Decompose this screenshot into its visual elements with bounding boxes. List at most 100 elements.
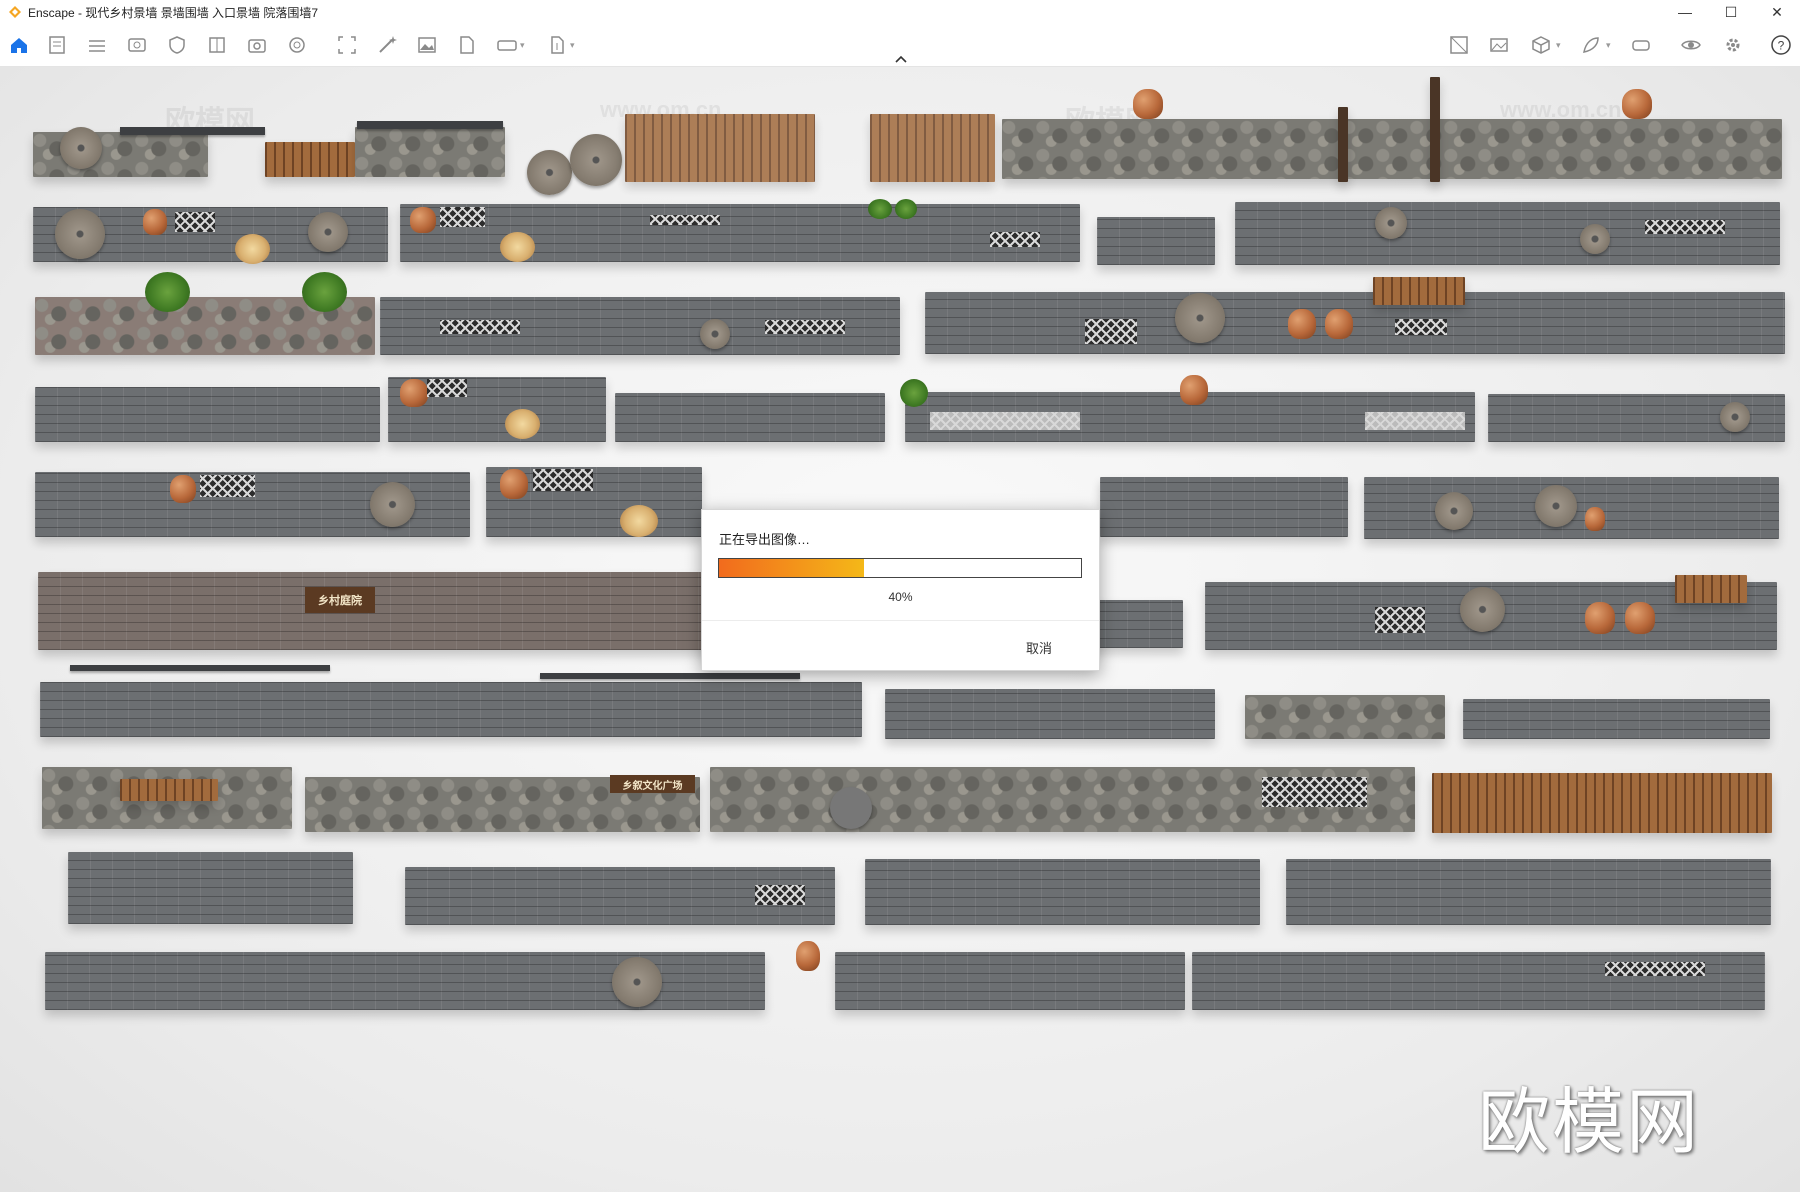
chevron-down-icon[interactable]: ▾ [520, 40, 525, 50]
brick-wall-model [1286, 859, 1771, 925]
millstone-decor [1375, 207, 1407, 239]
title-bar: Enscape - 现代乡村景墙 景墙围墙 入口景墙 院落围墙7 — ☐ ✕ [0, 0, 1800, 24]
millstone-decor [55, 209, 105, 259]
tile-cap [357, 121, 503, 129]
enscape-logo-icon [9, 6, 21, 18]
view-icon[interactable] [126, 34, 148, 56]
shield-icon[interactable] [166, 34, 188, 56]
brick-wall-model [40, 682, 862, 737]
stone-wall-model [42, 767, 292, 829]
chevron-down-icon[interactable]: ▾ [1606, 40, 1611, 50]
minimize-button[interactable]: — [1678, 4, 1692, 20]
lattice-window [1365, 412, 1465, 430]
render-settings-icon[interactable] [46, 34, 68, 56]
main-toolbar: ▾ ▾ ▾ ▾ ? [0, 24, 1800, 67]
wheel-decor [60, 127, 102, 169]
gear-icon[interactable] [1722, 34, 1744, 56]
millstone-decor [700, 319, 730, 349]
export-progress-dialog: 正在导出图像… 40% 取消 [701, 509, 1100, 671]
potted-plant [868, 199, 892, 219]
material-icon[interactable] [1580, 34, 1602, 56]
close-button[interactable]: ✕ [1771, 3, 1783, 20]
clay-pot [1622, 89, 1652, 119]
lattice-window [1605, 962, 1705, 976]
clay-pot [170, 475, 196, 503]
capture-icon[interactable] [86, 34, 108, 56]
collapse-toolbar-icon[interactable] [892, 52, 910, 66]
image-icon[interactable] [416, 34, 438, 56]
dialog-divider [702, 620, 1099, 621]
brick-wall-model [1463, 699, 1770, 739]
round-window [830, 787, 872, 829]
tile-cap [540, 673, 800, 679]
window-controls: — ☐ ✕ [1662, 0, 1800, 24]
stone-wall-model [355, 127, 505, 177]
book-icon[interactable] [206, 34, 228, 56]
chevron-down-icon[interactable]: ▾ [570, 40, 575, 50]
millstone-decor [1720, 402, 1750, 432]
courtyard-sign: 乡村庭院 [305, 587, 375, 613]
wood-fence-model [265, 142, 355, 177]
stone-wall-model [1245, 695, 1445, 739]
lattice-window [650, 215, 720, 225]
panorama-icon[interactable] [496, 34, 518, 56]
square-sign: 乡叙文化广场 [610, 775, 695, 793]
brand-watermark: 欧模网 [1478, 1080, 1701, 1164]
export-icon[interactable] [546, 34, 568, 56]
lattice-window [1395, 319, 1447, 335]
log-slice [505, 409, 540, 439]
millstone-decor [1175, 293, 1225, 343]
brick-wall-model [865, 859, 1260, 925]
lattice-window [440, 207, 485, 227]
clay-pot [400, 379, 428, 407]
cube-icon[interactable] [1530, 34, 1552, 56]
maximize-button[interactable]: ☐ [1724, 3, 1738, 20]
lattice-window [200, 475, 255, 497]
potted-plant [145, 272, 190, 312]
brick-wall-model [68, 852, 353, 924]
eye-icon[interactable] [1680, 34, 1702, 56]
clay-pot [796, 941, 820, 971]
clay-pot [1325, 309, 1353, 339]
document-icon[interactable] [456, 34, 478, 56]
millstone-decor [527, 150, 572, 195]
lattice-window [1375, 607, 1425, 633]
cancel-button[interactable]: 取消 [1026, 641, 1053, 656]
export-status-message: 正在导出图像… [719, 532, 811, 547]
settings-wheel-icon[interactable] [286, 34, 308, 56]
brick-wall-model [1100, 477, 1348, 537]
log-slice [235, 234, 270, 264]
clay-pot [1288, 309, 1316, 339]
millstone-decor [570, 134, 622, 186]
export-progress-percent: 40% [888, 590, 913, 604]
help-icon[interactable]: ? [1770, 34, 1792, 56]
wood-planter [1675, 575, 1747, 603]
lattice-window [533, 469, 593, 491]
image-view-icon[interactable] [1488, 34, 1510, 56]
brick-wall-model [615, 393, 885, 442]
camera-icon[interactable] [246, 34, 268, 56]
gate-post [1338, 107, 1348, 182]
brick-wall-model [1192, 952, 1765, 1010]
log-slice [500, 232, 535, 262]
potted-plant [900, 379, 928, 407]
lattice-window [930, 412, 1080, 430]
tile-cap [120, 127, 265, 135]
export-progress-fill [719, 559, 864, 577]
potted-plant [895, 199, 917, 219]
magic-icon[interactable] [376, 34, 398, 56]
stone-wall-model [33, 132, 208, 177]
clay-pot [1585, 602, 1615, 634]
screenshot-icon[interactable] [336, 34, 358, 56]
lattice-window [1645, 220, 1725, 234]
vr-icon[interactable] [1630, 34, 1652, 56]
asset-library-icon[interactable] [1448, 34, 1470, 56]
lattice-window [1262, 777, 1367, 807]
home-icon[interactable] [8, 34, 30, 56]
millstone-decor [1460, 587, 1505, 632]
chevron-down-icon[interactable]: ▾ [1556, 40, 1561, 50]
wood-panel [120, 779, 218, 801]
window-title: Enscape - 现代乡村景墙 景墙围墙 入口景墙 院落围墙7 [28, 5, 319, 20]
brick-wall-model [885, 689, 1215, 739]
stone-wall-model [1002, 119, 1782, 179]
